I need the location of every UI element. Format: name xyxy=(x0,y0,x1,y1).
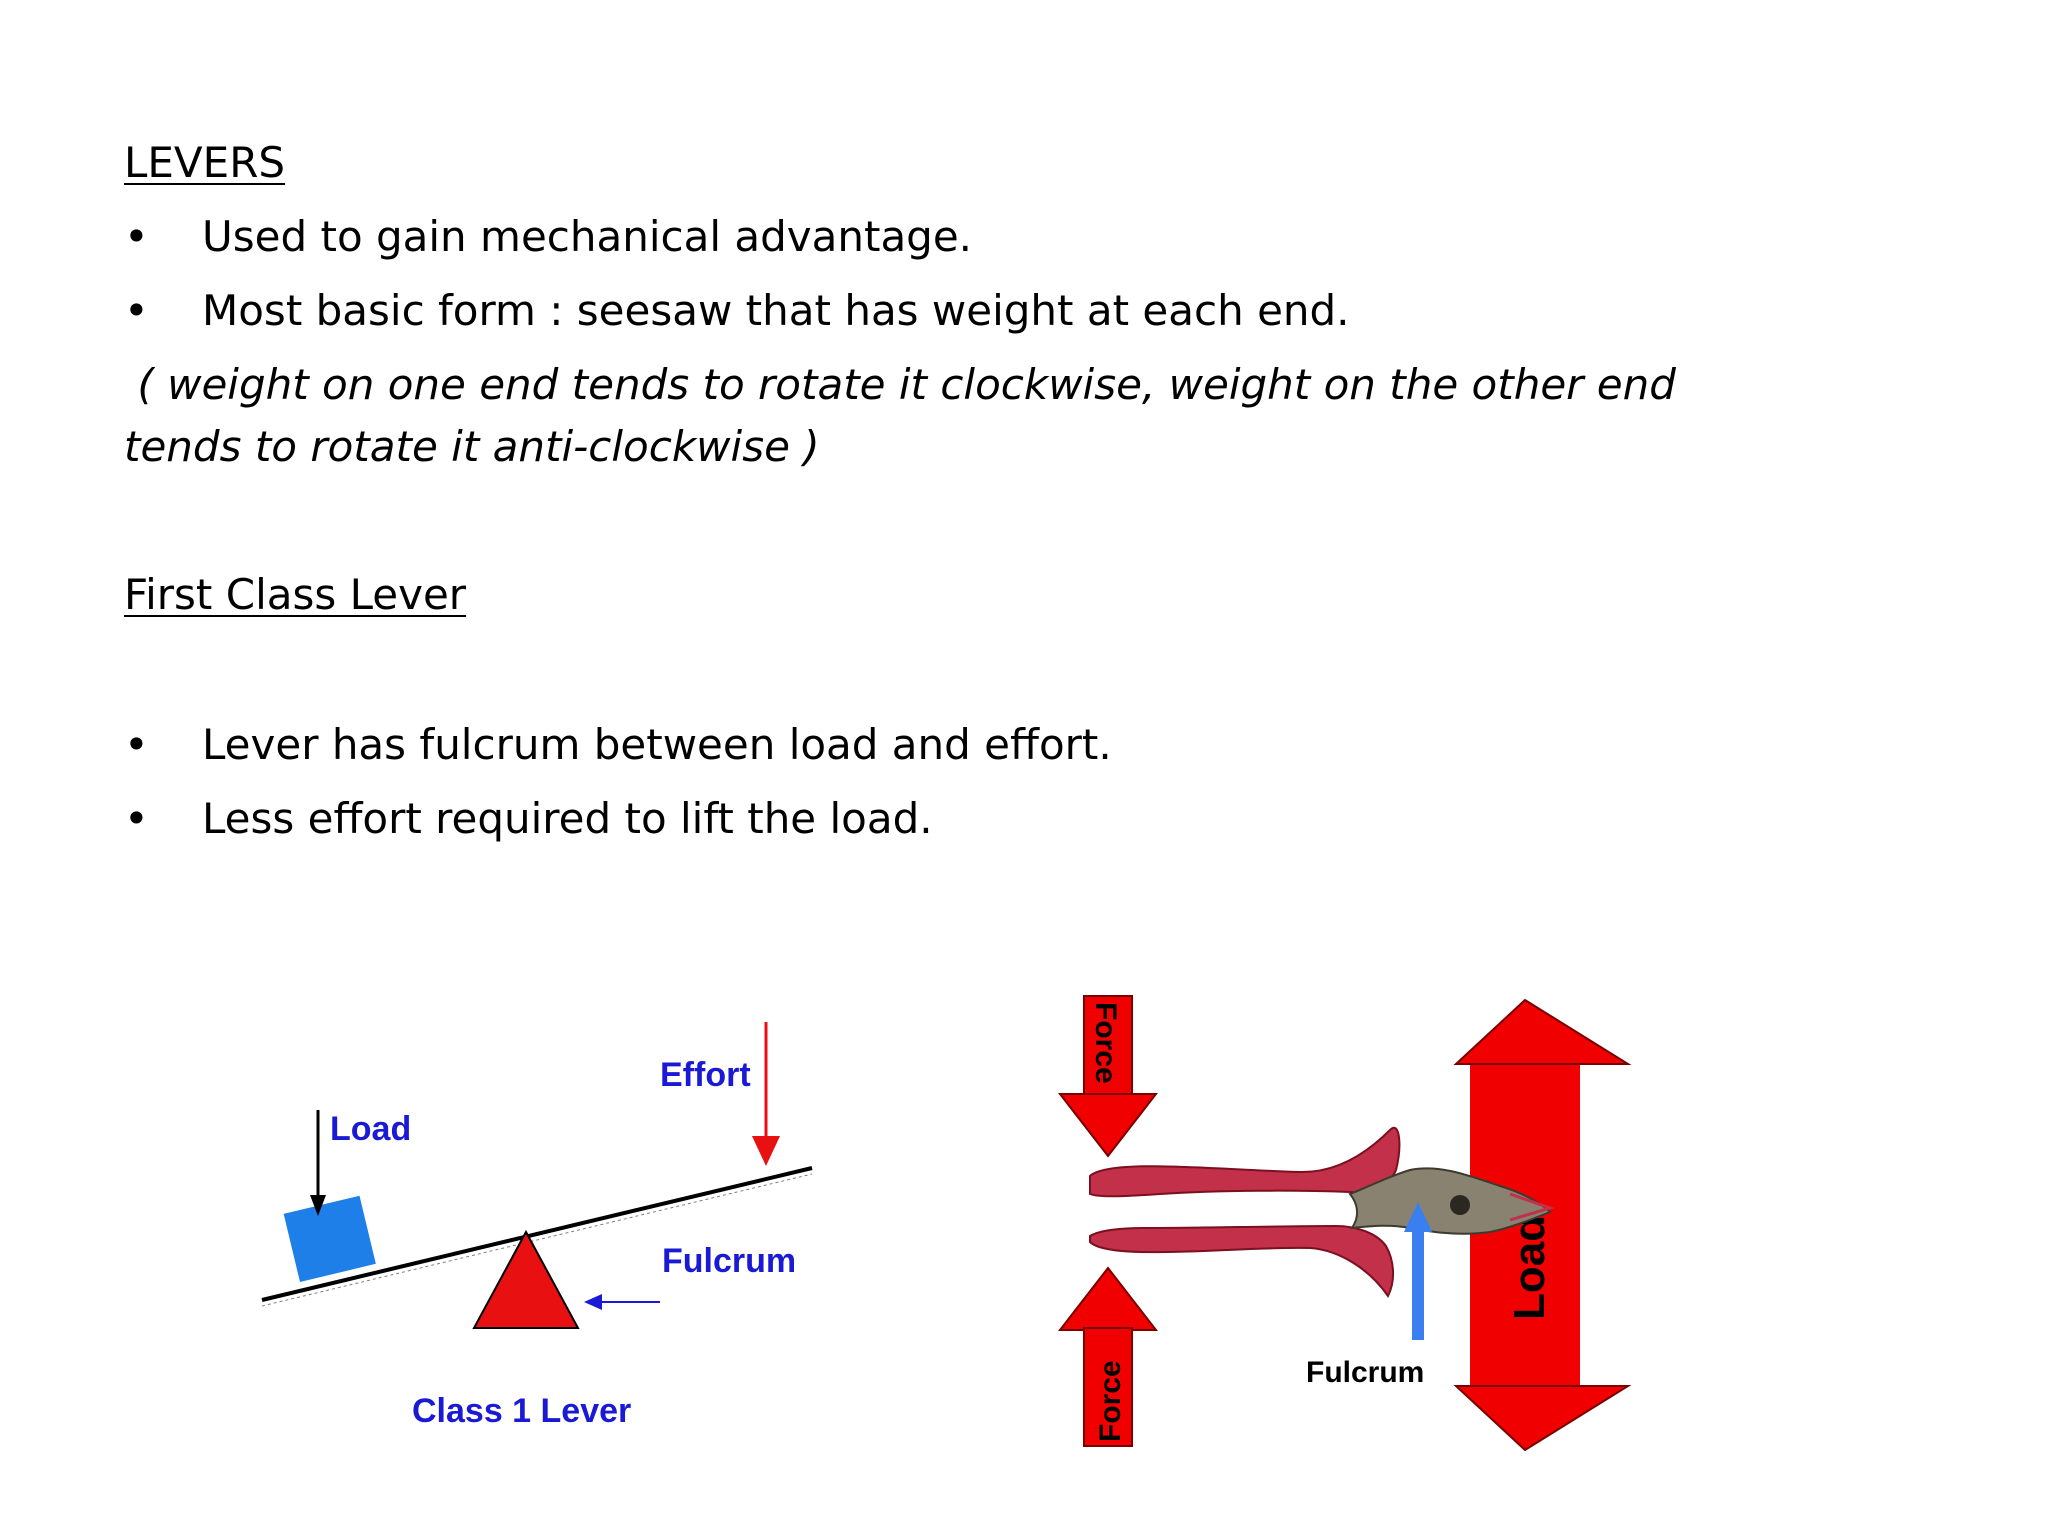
bullet-text: Most basic form : seesaw that has weight… xyxy=(202,286,1350,335)
bullet-marker: • xyxy=(124,794,149,843)
fulcrum-arrow-blue xyxy=(1404,1202,1432,1340)
heading-levers: LEVERS xyxy=(124,138,286,187)
pliers-pivot xyxy=(1450,1195,1470,1215)
label-fulcrum-right: Fulcrum xyxy=(1306,1356,1424,1389)
load-box xyxy=(283,1195,376,1282)
heading-first-class-lever: First Class Lever xyxy=(124,570,467,619)
bullet-text: Used to gain mechanical advantage. xyxy=(202,212,973,261)
pliers-handle-top xyxy=(1089,1126,1401,1198)
bullet-marker: • xyxy=(124,720,149,769)
class-1-lever-diagram: Load Effort Fulcrum Class 1 Lever xyxy=(261,1022,813,1430)
caption-class-1-lever: Class 1 Lever xyxy=(412,1392,631,1430)
label-load: Load xyxy=(330,1110,411,1148)
bullet-marker: • xyxy=(124,286,149,335)
bullet-text: Lever has fulcrum between load and effor… xyxy=(202,720,1112,769)
pliers-lever-diagram: Force Force Load Fulcrum xyxy=(1057,995,1632,1452)
note-line-1: ( weight on one end tends to rotate it c… xyxy=(124,360,1676,409)
force-arrow-bottom: Force xyxy=(1057,1266,1159,1447)
label-effort: Effort xyxy=(660,1056,751,1094)
label-load-right: Load xyxy=(1505,1215,1554,1320)
fulcrum-triangle xyxy=(472,1229,580,1329)
pliers-head xyxy=(1348,1167,1552,1235)
label-fulcrum: Fulcrum xyxy=(662,1242,796,1280)
label-force-top: Force xyxy=(1089,1002,1122,1084)
bullet-marker: • xyxy=(124,212,149,261)
note-line-2: tends to rotate it anti-clockwise ) xyxy=(124,422,820,471)
load-double-arrow: Load xyxy=(1453,998,1632,1452)
lever-beam xyxy=(261,1166,813,1302)
label-force-bottom: Force xyxy=(1094,1360,1127,1442)
bullet-text: Less effort required to lift the load. xyxy=(202,794,933,843)
pliers-handle-bottom xyxy=(1089,1224,1394,1298)
force-arrow-top: Force xyxy=(1057,995,1159,1158)
